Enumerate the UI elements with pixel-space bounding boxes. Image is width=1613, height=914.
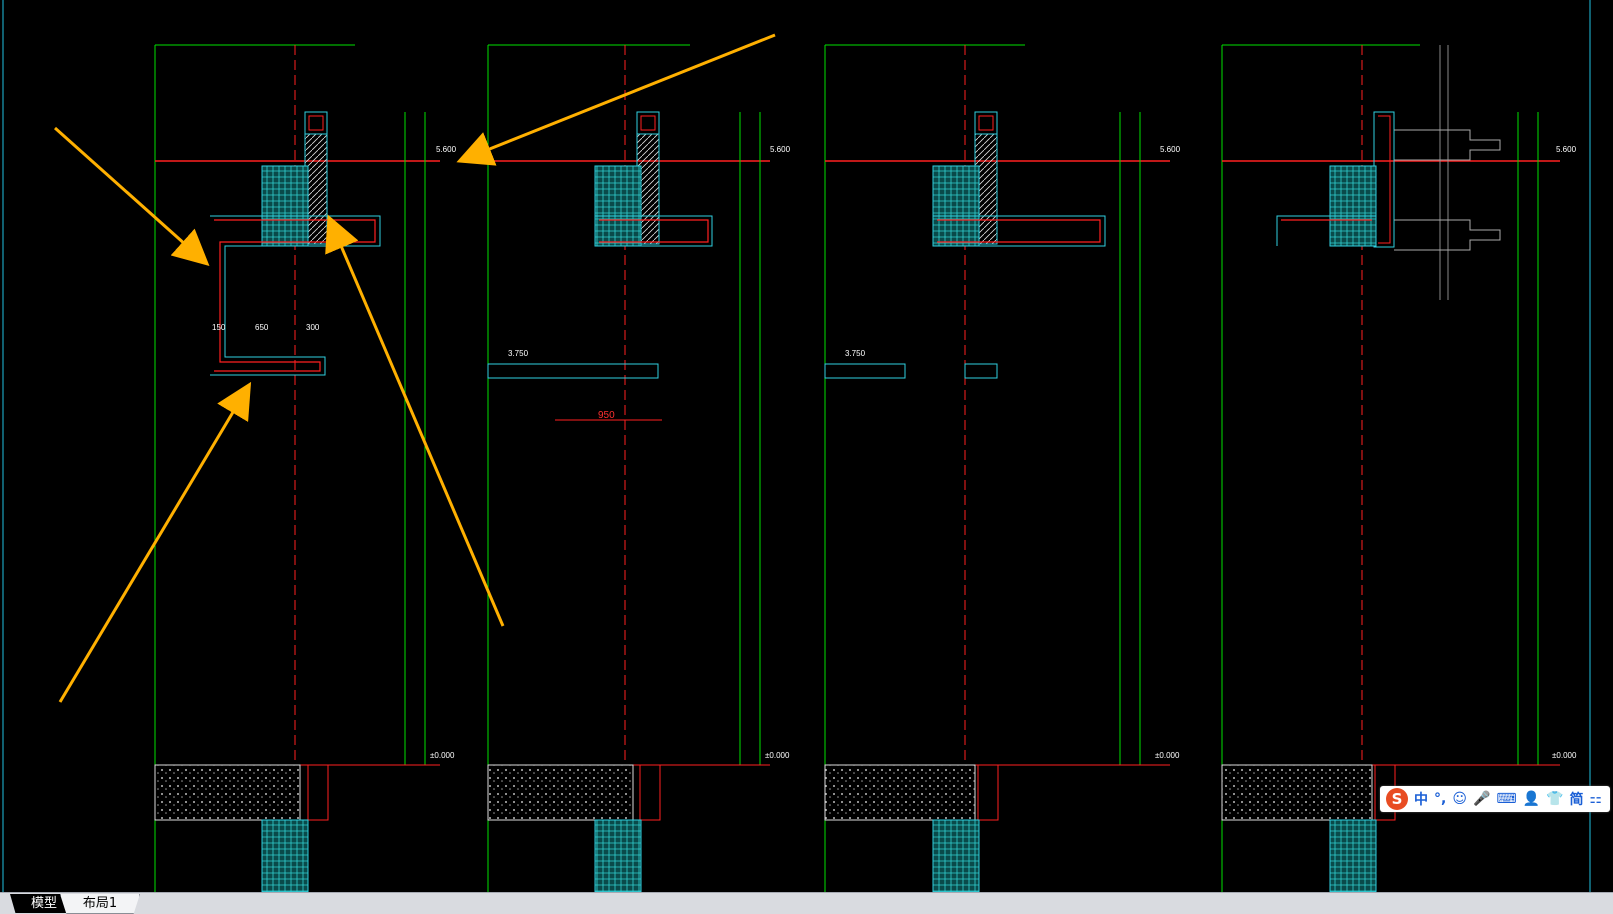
lang-toggle[interactable]: 中 [1414,792,1428,808]
elevation-ground-4: ±0.000 [1552,751,1577,760]
keyboard-icon[interactable]: ⌨ [1496,791,1517,807]
arrow-3 [325,214,505,627]
section-4: 5.600 ±0.000 [1221,44,1577,892]
annotation-arrows [54,33,776,703]
punct-toggle[interactable]: °, [1434,791,1447,807]
ime-toolbar[interactable]: S 中 °, ☺ 🎤 ⌨ 👤 👕 简 ⚏ [1380,786,1610,812]
level-mid-3: 3.750 [845,349,866,358]
section-1: 5.600 ±0.000 650 300 150 [154,44,457,892]
section-3: 3.750 5.600 ±0.000 [824,44,1181,892]
drawing-canvas[interactable]: 5.600 ±0.000 650 300 150 950 3.750 [0,0,1613,892]
arrow-4 [456,33,776,166]
voice-icon[interactable]: 🎤 [1472,791,1491,807]
level-mid-2: 3.750 [508,349,529,358]
section-2: 950 3.750 5.600 ±0.000 [487,44,791,892]
elevation-ground-3: ±0.000 [1155,751,1180,760]
user-icon[interactable]: 👤 [1522,791,1541,807]
dim-650-1: 650 [255,323,269,332]
elevation-ground-1: ±0.000 [430,751,455,760]
dim-950: 950 [598,410,615,421]
simplified-toggle[interactable]: 简 [1569,792,1584,808]
sogou-logo[interactable]: S [1386,788,1408,810]
elevation-top-2: 5.600 [770,145,791,154]
tab-model[interactable]: 模型 [10,894,78,913]
elevation-top-4: 5.600 [1556,145,1577,154]
layout-tab-bar: 模型 布局1 [0,892,1613,914]
elevation-ground-2: ±0.000 [765,751,790,760]
arrow-1 [54,126,210,266]
tab-layout1[interactable]: 布局1 [60,894,140,914]
menu-icon[interactable]: ⚏ [1589,791,1603,807]
arrow-2 [58,381,252,703]
elevation-top-3: 5.600 [1160,145,1181,154]
skin-icon[interactable]: 👕 [1546,791,1564,807]
dim-150-1: 150 [212,323,226,332]
elevation-top-1: 5.600 [436,145,457,154]
emoji-icon[interactable]: ☺ [1452,791,1467,807]
dim-300-1: 300 [306,323,320,332]
